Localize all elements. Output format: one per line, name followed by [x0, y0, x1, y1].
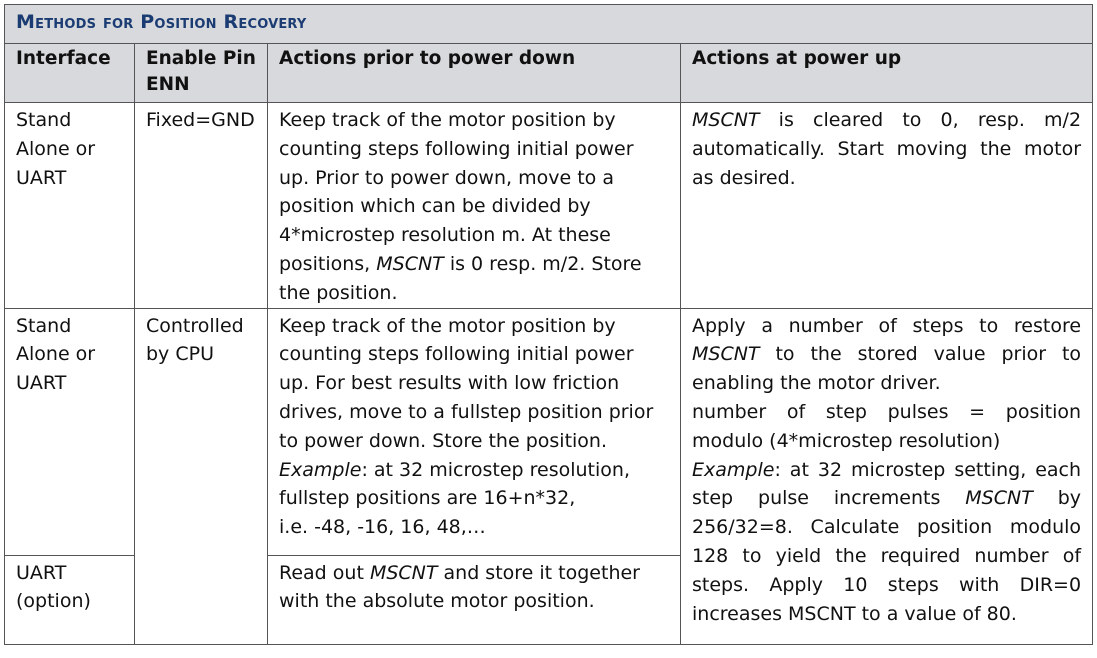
- row2-powerup: Apply a number of steps to restore MSCNT…: [679, 307, 1094, 645]
- header-prior-power-down: Actions prior to power down: [267, 43, 681, 103]
- table-row: Stand Alone or UART Fixed=GND Keep track…: [4, 102, 1094, 309]
- table-title-row: Methods for Position Recovery: [3, 4, 1094, 44]
- row2-enable-pin: Controlled by CPU: [134, 307, 268, 645]
- row1-enable-pin: Fixed=GND: [134, 102, 268, 309]
- row1-interface: Stand Alone or UART: [4, 102, 135, 309]
- row2-interface: Stand Alone or UART: [4, 307, 135, 556]
- row2-prior: Keep track of the motor position by coun…: [267, 307, 681, 556]
- table-row: Stand Alone or UART Controlled by CPU Ke…: [4, 307, 1094, 645]
- row3-prior: Read out MSCNT and store it together wit…: [267, 554, 681, 645]
- table-header-row: Interface Enable Pin ENN Actions prior t…: [4, 43, 1094, 103]
- row1-prior: Keep track of the motor position by coun…: [267, 102, 681, 309]
- header-at-power-up: Actions at power up: [679, 43, 1094, 103]
- table-row: UART (option) Read out MSCNT and store i…: [4, 554, 1093, 645]
- header-interface: Interface: [4, 43, 135, 103]
- row3-interface: UART (option): [4, 554, 135, 645]
- header-enable-pin: Enable Pin ENN: [134, 43, 268, 103]
- table-title: Methods for Position Recovery: [3, 4, 1094, 44]
- row1-powerup: MSCNT is cleared to 0, resp. m/2 automat…: [679, 102, 1094, 309]
- position-recovery-table: Methods for Position Recovery Interface …: [3, 4, 1094, 645]
